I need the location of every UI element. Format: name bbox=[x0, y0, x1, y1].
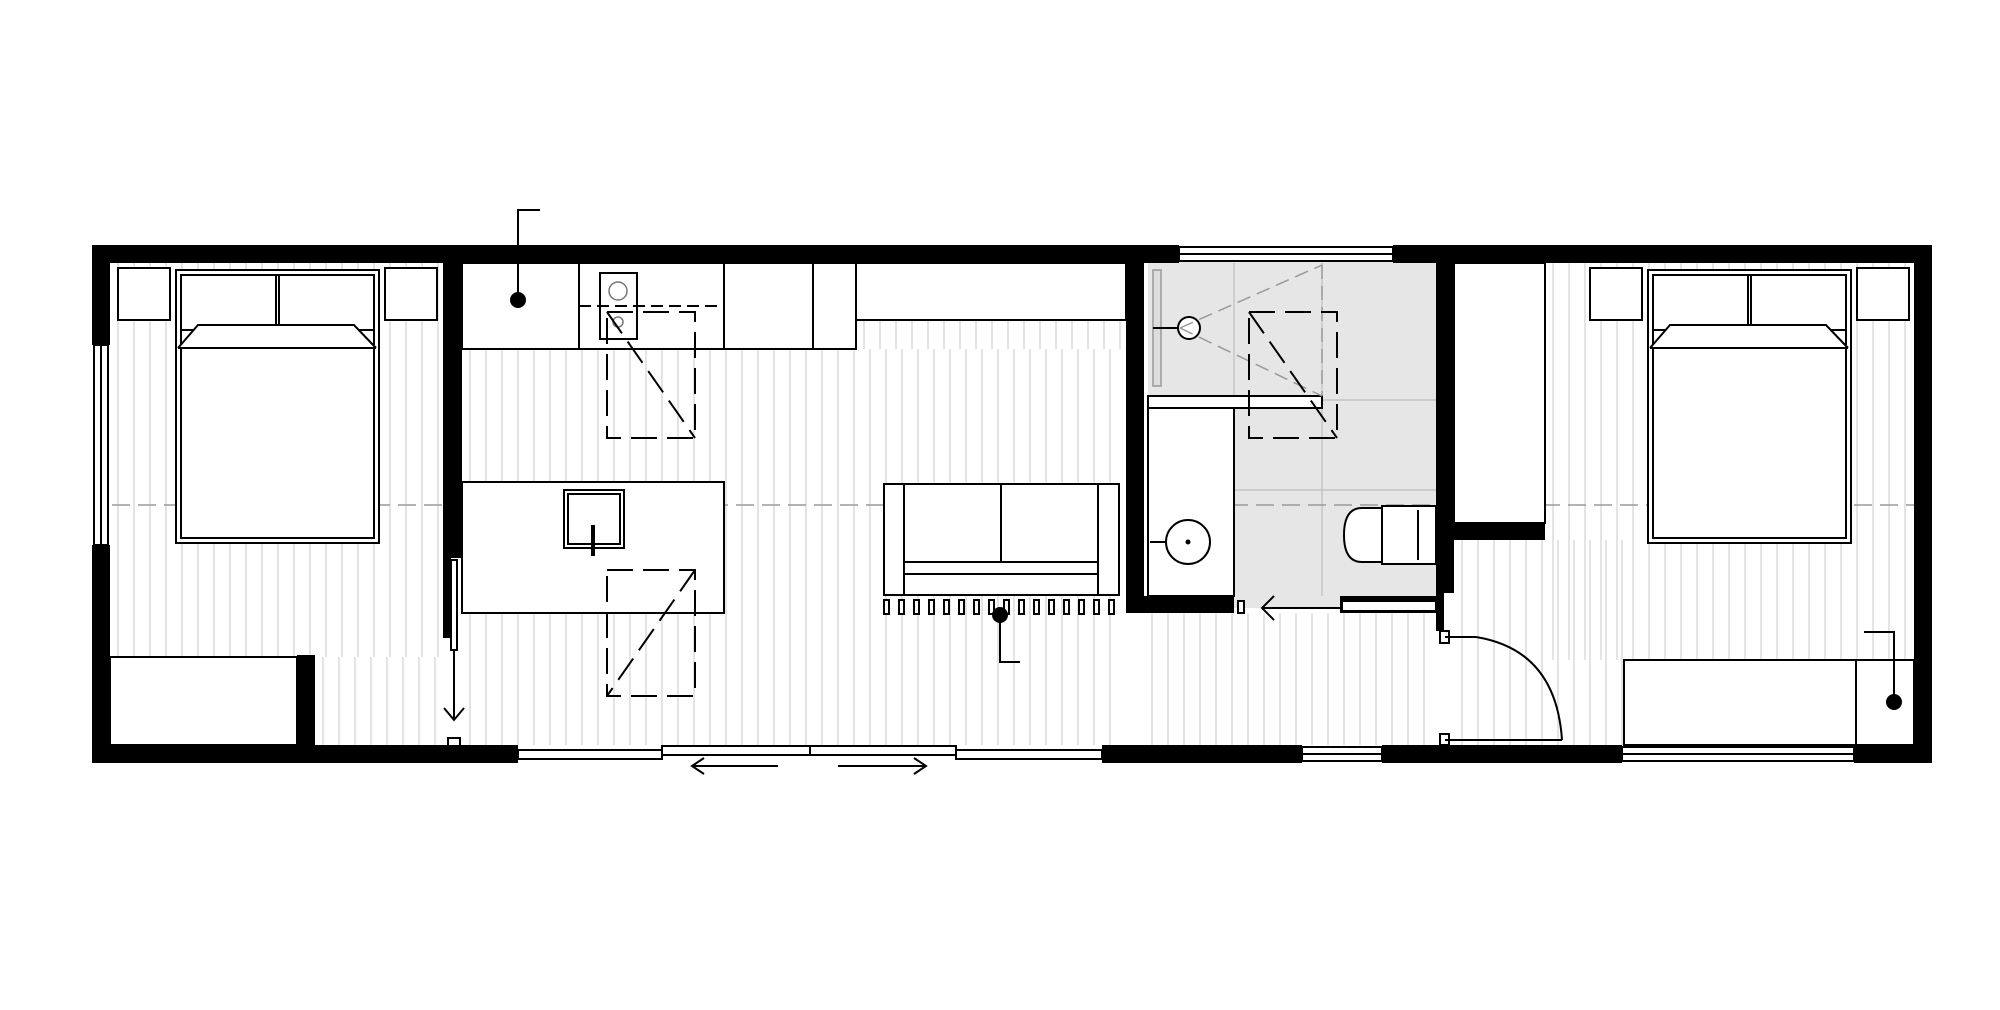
radiator-fin bbox=[973, 599, 980, 615]
wall-wardrobe-left bbox=[297, 655, 315, 747]
swing-door bbox=[1439, 630, 1563, 746]
shower bbox=[1147, 264, 1323, 409]
radiator-fin bbox=[988, 599, 995, 615]
wall-bedroom-kitchen bbox=[443, 263, 462, 558]
bathroom bbox=[1147, 264, 1437, 621]
bottom-wall-1 bbox=[92, 745, 518, 763]
wardrobe bbox=[1623, 659, 1857, 746]
desk bbox=[1855, 659, 1915, 746]
nightstand bbox=[384, 267, 438, 321]
living bbox=[883, 483, 1120, 615]
radiator-fin bbox=[913, 599, 920, 615]
light-fixture-bedroom-right bbox=[1864, 631, 1902, 710]
bedroom-right bbox=[1453, 262, 1915, 746]
window-bathroom-top bbox=[1178, 246, 1394, 262]
radiator-fin bbox=[958, 599, 965, 615]
pillow bbox=[1750, 274, 1847, 331]
bar-stool bbox=[606, 311, 696, 439]
wall-closet bbox=[1454, 523, 1545, 540]
radiator-fin bbox=[1048, 599, 1055, 615]
window-living-bottom bbox=[1301, 746, 1383, 762]
wall-bathroom-left bbox=[1126, 263, 1144, 613]
vanity-basin bbox=[1147, 407, 1235, 597]
radiator-fin bbox=[943, 599, 950, 615]
pillow bbox=[1652, 274, 1749, 331]
radiator-fin bbox=[883, 599, 890, 615]
nightstand bbox=[1856, 267, 1910, 321]
bottom-wall-4 bbox=[1854, 745, 1932, 763]
wall-bathroom-bottom-left bbox=[1126, 596, 1234, 613]
nightstand bbox=[1589, 267, 1643, 321]
sofa bbox=[883, 483, 1120, 596]
top-wall-right bbox=[1393, 245, 1932, 263]
radiator-fin bbox=[898, 599, 905, 615]
double-bed bbox=[1647, 269, 1852, 544]
shelf bbox=[855, 262, 1127, 321]
left-wall-upper bbox=[92, 245, 110, 345]
right-wall bbox=[1914, 245, 1932, 763]
bedroom-left bbox=[109, 267, 438, 746]
nightstand bbox=[117, 267, 171, 321]
sliding-door bbox=[517, 745, 1103, 775]
toilet bbox=[1342, 505, 1437, 565]
radiator-fin bbox=[1063, 599, 1070, 615]
pocket-door bbox=[443, 559, 465, 747]
radiator-fin bbox=[1093, 599, 1100, 615]
left-wall-lower bbox=[92, 545, 110, 763]
radiator bbox=[883, 599, 1115, 615]
radiator-fin bbox=[1033, 599, 1040, 615]
wardrobe bbox=[109, 656, 298, 746]
light-fixture-kitchen bbox=[510, 209, 540, 308]
counter-mid bbox=[723, 262, 814, 350]
wall-bathroom-right-jamb bbox=[1436, 593, 1444, 631]
pillow bbox=[278, 274, 375, 331]
bottom-wall-3 bbox=[1382, 745, 1622, 763]
pillow bbox=[180, 274, 277, 331]
radiator-fin bbox=[928, 599, 935, 615]
walls bbox=[92, 245, 1932, 763]
top-wall-left bbox=[92, 245, 1179, 263]
window-bedroom-left bbox=[93, 344, 109, 546]
double-bed bbox=[175, 269, 380, 544]
radiator-fin bbox=[1078, 599, 1085, 615]
bottom-wall-2 bbox=[1102, 745, 1302, 763]
closet bbox=[1453, 262, 1546, 524]
windows bbox=[93, 246, 1855, 762]
wall-light-living bbox=[992, 607, 1020, 663]
radiator-fin bbox=[1108, 599, 1115, 615]
window-bedroom-right-bottom bbox=[1621, 746, 1855, 762]
fridge bbox=[812, 262, 857, 350]
bathroom-sliding-door bbox=[1237, 595, 1437, 621]
bathroom-stool bbox=[1248, 311, 1338, 439]
island-sink bbox=[563, 489, 625, 556]
bar-stool bbox=[606, 569, 696, 697]
radiator-fin bbox=[1018, 599, 1025, 615]
wall-bathroom-right bbox=[1436, 263, 1454, 593]
wall-bedroom-kitchen-jamb bbox=[443, 558, 451, 638]
kitchen bbox=[461, 262, 1127, 697]
